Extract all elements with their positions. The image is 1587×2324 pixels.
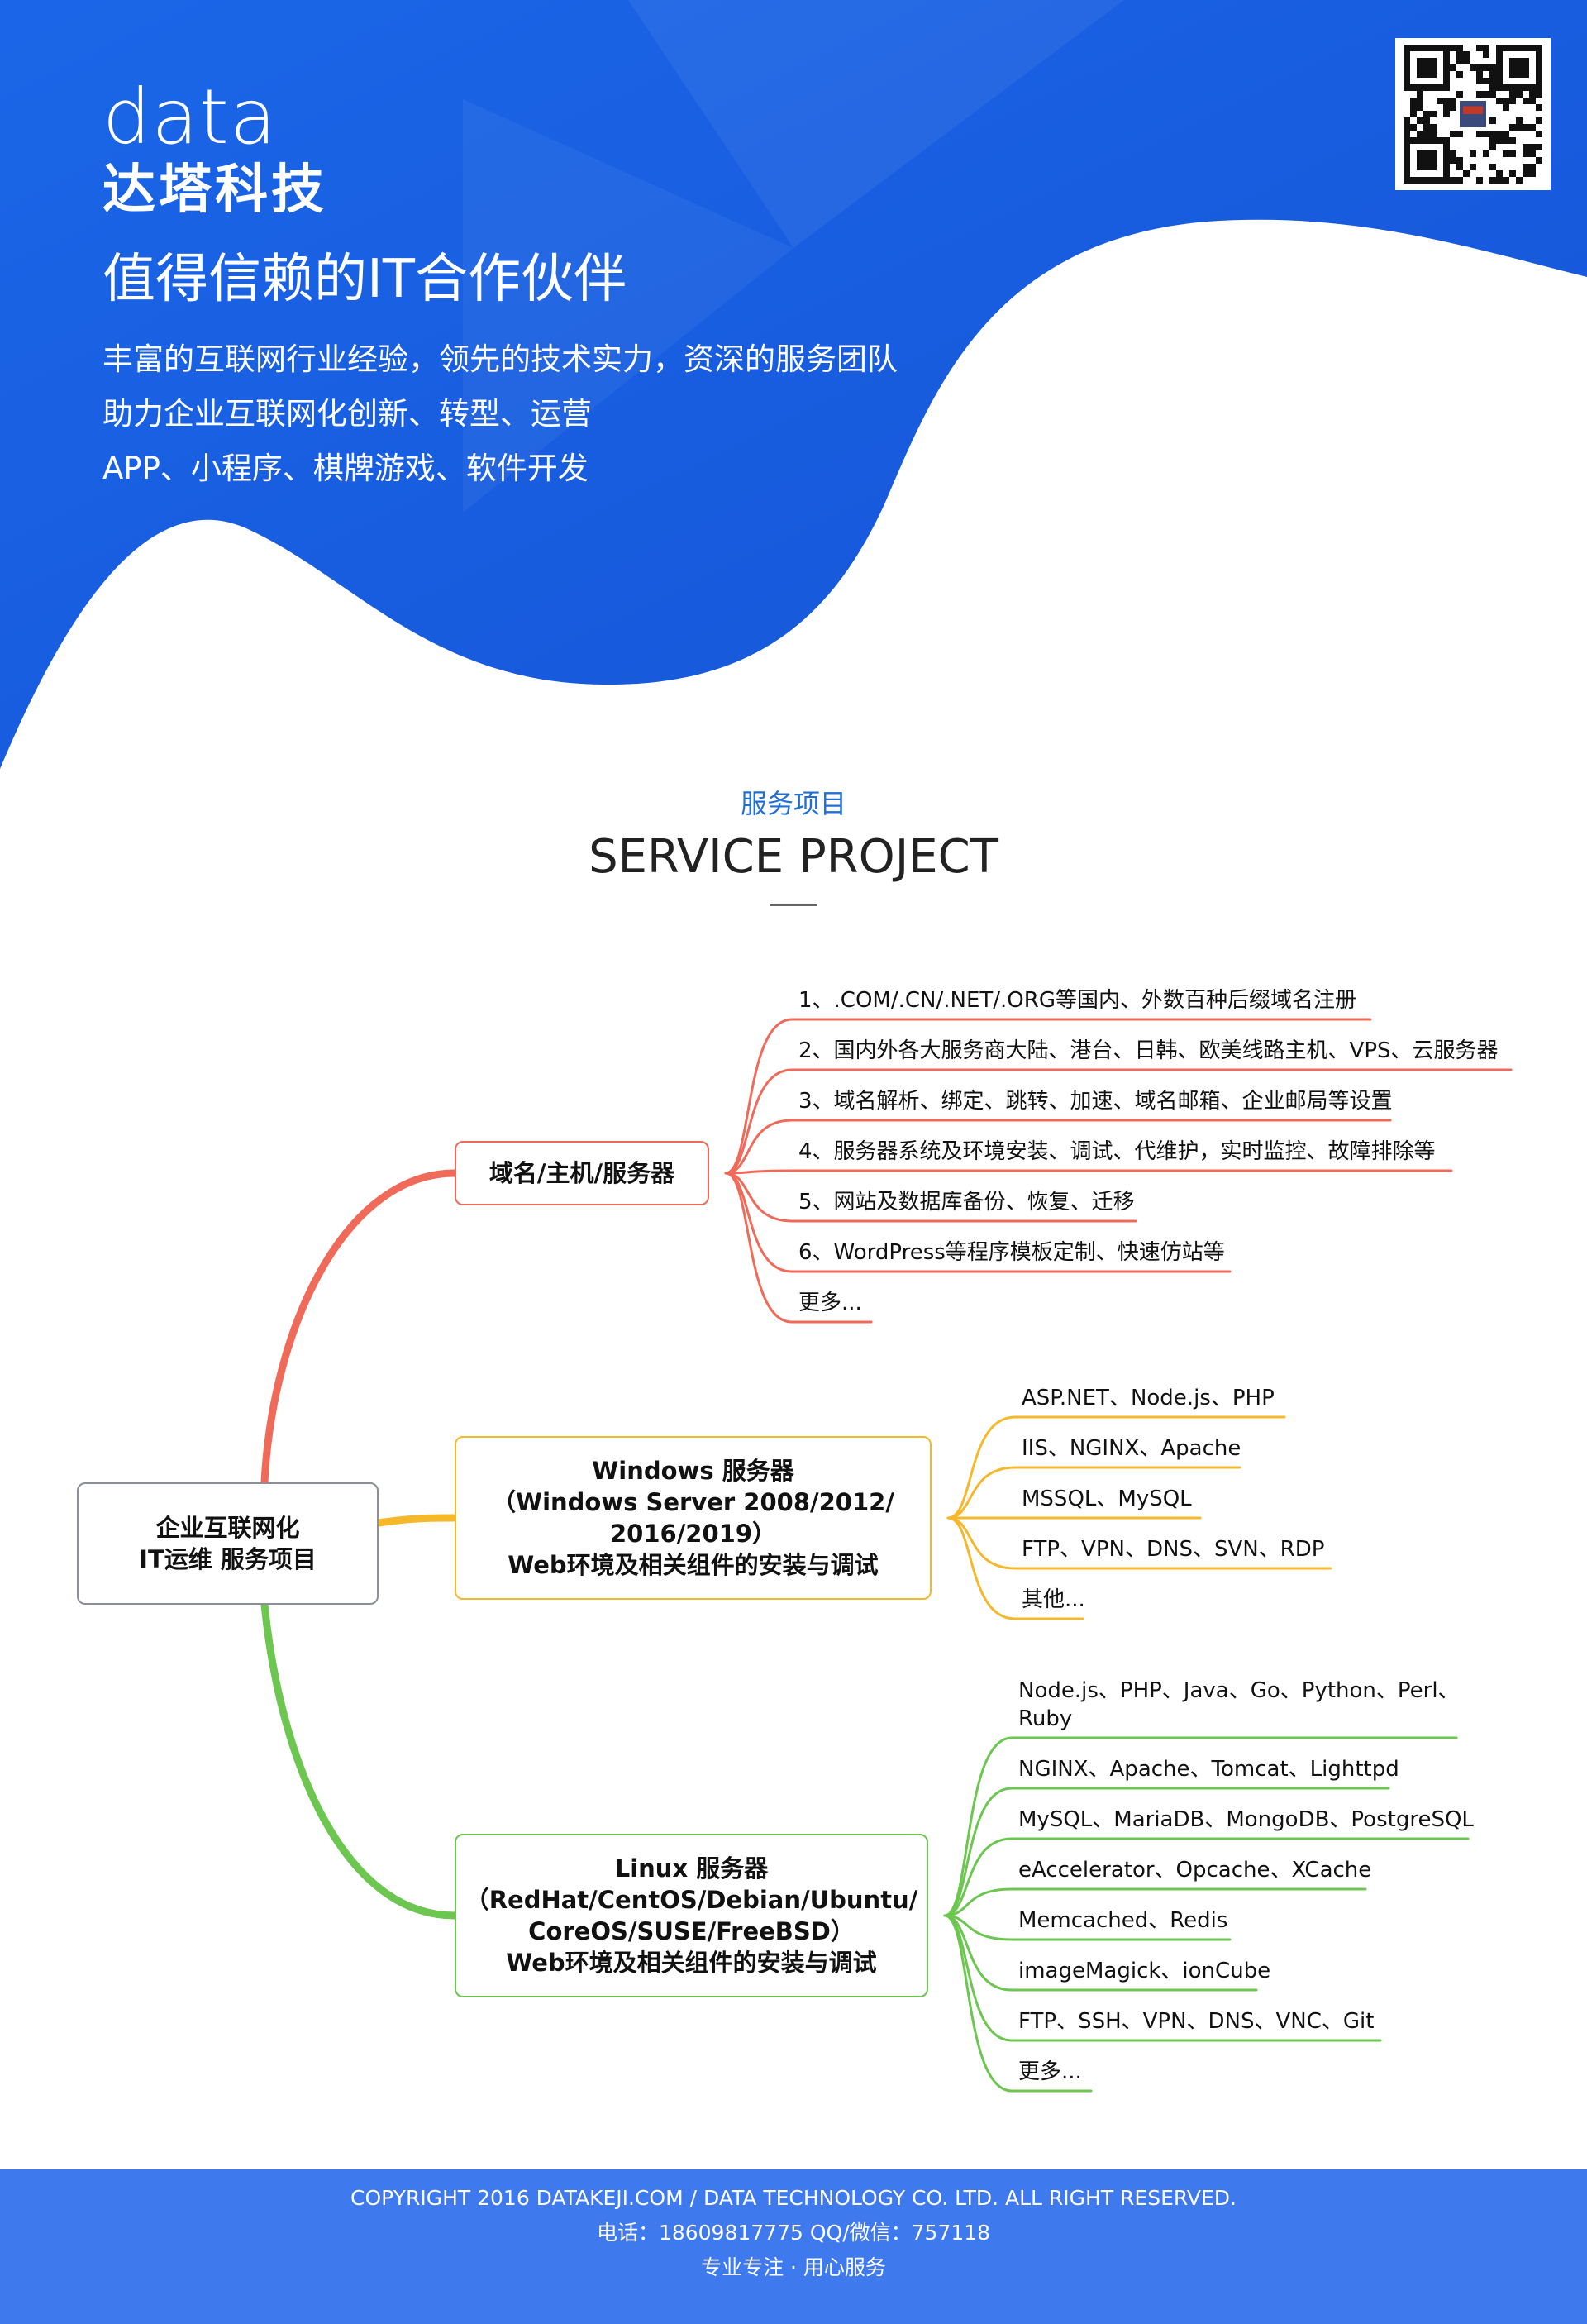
- connector-line: [260, 1601, 459, 1920]
- connector-line: [724, 1172, 1232, 1273]
- connector-line: [724, 1018, 1372, 1175]
- section-title-en: SERVICE PROJECT: [589, 830, 998, 884]
- connector-line: [724, 1172, 1137, 1223]
- footer: COPYRIGHT 2016 DATAKEJI.COM / DATA TECHN…: [0, 2169, 1587, 2324]
- footer-copyright: COPYRIGHT 2016 DATAKEJI.COM / DATA TECHN…: [350, 2186, 1237, 2210]
- section-divider: [770, 904, 817, 906]
- leaf-item: 更多...: [1018, 2059, 1082, 2084]
- qr-code-icon: [1395, 38, 1551, 190]
- footer-motto: 专业专注 · 用心服务: [701, 2255, 886, 2279]
- connector-line: [943, 1914, 1093, 2093]
- connector-line: [943, 1837, 1470, 1917]
- leaf-item: eAccelerator、Opcache、XCache: [1018, 1858, 1372, 1883]
- leaf-item: 6、WordPress等程序模板定制、快速仿站等: [798, 1240, 1225, 1265]
- leaf-item: imageMagick、ionCube: [1018, 1959, 1271, 1983]
- connector-line: [946, 1516, 1084, 1620]
- leaf-item: MSSQL、MySQL: [1022, 1487, 1192, 1511]
- mindmap-root: 企业互联网化 IT运维 服务项目: [77, 1482, 379, 1605]
- intro-line: 丰富的互联网行业经验，领先的技术实力，资深的服务团队: [102, 341, 898, 377]
- connector-line: [260, 1169, 459, 1487]
- leaf-item: 其他...: [1022, 1587, 1085, 1612]
- leaf-item: MySQL、MariaDB、MongoDB、PostgreSQL: [1018, 1807, 1474, 1832]
- connector-line: [943, 1887, 1367, 1917]
- leaf-item: 1、.COM/.CN/.NET/.ORG等国内、外数百种后缀域名注册: [798, 988, 1356, 1013]
- leaf-item: 3、域名解析、绑定、跳转、加速、域名邮箱、企业邮局等设置: [798, 1089, 1393, 1114]
- leaf-item: 更多...: [798, 1291, 862, 1315]
- branch-linux-server: Linux 服务器 （RedHat/CentOS/Debian/Ubuntu/ …: [455, 1834, 928, 1997]
- connector-line: [946, 1516, 1332, 1570]
- logo-wordmark: data: [102, 73, 278, 161]
- hero-slogan: 值得信赖的IT合作伙伴: [102, 249, 627, 310]
- intro-line: APP、小程序、棋牌游戏、软件开发: [102, 451, 589, 486]
- branch-windows-server: Windows 服务器 （Windows Server 2008/2012/ 2…: [455, 1436, 932, 1600]
- connector-line: [724, 1169, 1453, 1175]
- connector-line: [724, 1068, 1513, 1175]
- footer-contact: 电话：18609817775 QQ/微信：757118: [596, 2221, 991, 2245]
- connector-line: [724, 1172, 873, 1324]
- leaf-item: FTP、SSH、VPN、DNS、VNC、Git: [1018, 2009, 1375, 2034]
- leaf-item: FTP、VPN、DNS、SVN、RDP: [1022, 1537, 1325, 1562]
- section-title-cn: 服务项目: [740, 788, 846, 819]
- connector-line: [724, 1119, 1392, 1175]
- connector-line: [943, 1914, 1232, 1941]
- hero-intro: 丰富的互联网行业经验，领先的技术实力，资深的服务团队 助力企业互联网化创新、转型…: [102, 332, 898, 496]
- leaf-item: Memcached、Redis: [1018, 1908, 1228, 1933]
- leaf-item: NGINX、Apache、Tomcat、Lighttpd: [1018, 1757, 1399, 1782]
- leaf-item: IIS、NGINX、Apache: [1022, 1436, 1241, 1461]
- connector-line: [943, 1914, 1258, 1992]
- connector-line: [946, 1466, 1241, 1520]
- connector-line: [374, 1514, 459, 1527]
- connector-line: [943, 1787, 1390, 1917]
- intro-line: 助力企业互联网化创新、转型、运营: [102, 396, 592, 432]
- leaf-item: ASP.NET、Node.js、PHP: [1022, 1386, 1275, 1410]
- branch-domain-hosting: 域名/主机/服务器: [455, 1141, 709, 1205]
- logo-company-name: 达塔科技: [102, 160, 327, 221]
- leaf-item: Node.js、PHP、Java、Go、Python、Perl、 Ruby: [1018, 1678, 1460, 1731]
- hero-background: [0, 0, 1587, 769]
- connector-line: [946, 1415, 1286, 1520]
- connector-line: [943, 1736, 1458, 1917]
- leaf-item: 2、国内外各大服务商大陆、港台、日韩、欧美线路主机、VPS、云服务器: [798, 1038, 1499, 1063]
- brand-logo: data 达塔科技: [102, 73, 327, 221]
- leaf-item: 5、网站及数据库备份、恢复、迁移: [798, 1190, 1135, 1214]
- leaf-item: 4、服务器系统及环境安装、调试、代维护，实时监控、故障排除等: [798, 1139, 1436, 1164]
